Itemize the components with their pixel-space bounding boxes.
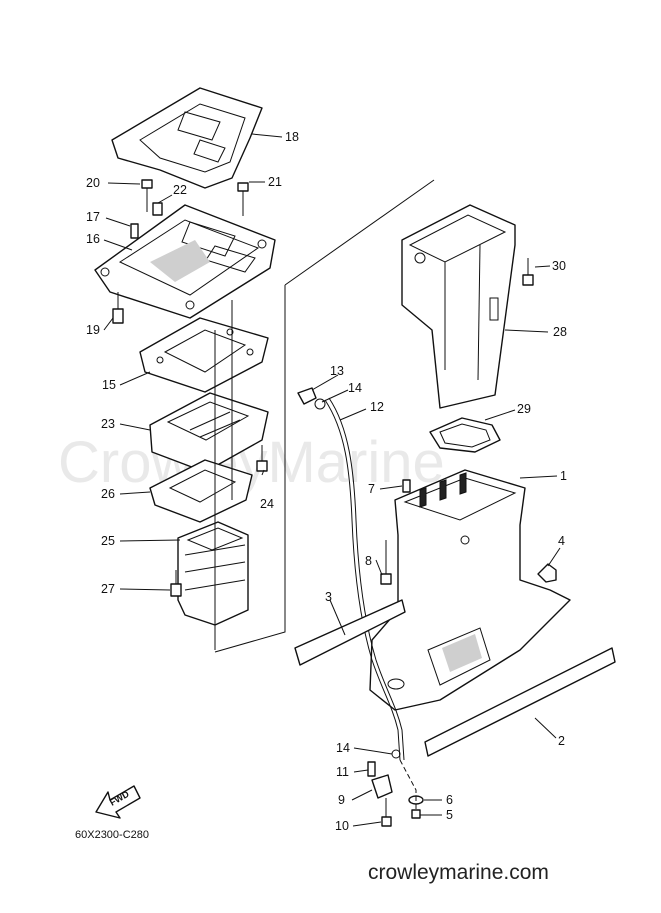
bolt-10	[381, 798, 392, 827]
part-9-holder	[371, 774, 393, 799]
callout-13: 13	[330, 364, 344, 378]
part-11-pin	[367, 761, 376, 777]
callout-29: 29	[517, 402, 531, 416]
callout-27: 27	[101, 582, 115, 596]
part-2-rubber-strip	[424, 647, 616, 757]
callout-21: 21	[268, 175, 282, 189]
callout-28: 28	[553, 325, 567, 339]
callout-15: 15	[102, 378, 116, 392]
part-23-exhaust-manifold	[149, 392, 269, 473]
part-26-gasket	[149, 459, 253, 523]
callout-14-top: 14	[348, 381, 362, 395]
callout-24: 24	[260, 497, 274, 511]
bolt-24	[256, 445, 268, 472]
part-12-water-tube	[324, 397, 405, 761]
fwd-arrow-icon: FWD	[95, 785, 141, 819]
bolt-30	[522, 258, 534, 286]
callout-17: 17	[86, 210, 100, 224]
part-15-gasket	[139, 317, 269, 393]
part-4-grommet	[537, 563, 557, 583]
part-3-rubber-strip	[294, 599, 406, 666]
leader-lines	[103, 133, 561, 827]
bolt-21	[237, 182, 249, 216]
part-14-clip-top	[314, 398, 326, 410]
bolt-8	[380, 540, 392, 585]
callout-8: 8	[365, 554, 372, 568]
frame-line-top	[284, 179, 435, 286]
part-5-screw	[411, 809, 421, 819]
bolt-19	[112, 292, 124, 324]
pin-7	[402, 479, 411, 493]
callout-labels: 18 20 21 22 17 16 19 15 23 26 24 25 27 3…	[86, 130, 567, 833]
callout-6: 6	[446, 793, 453, 807]
callout-30: 30	[552, 259, 566, 273]
callout-12: 12	[370, 400, 384, 414]
assembly-line-lower	[399, 759, 417, 810]
part-18-gasket	[111, 87, 263, 189]
footer-brand: crowleymarine.com	[368, 861, 549, 884]
callout-19: 19	[86, 323, 100, 337]
diagram-code: 60X2300-C280	[75, 829, 149, 841]
callout-26: 26	[101, 487, 115, 501]
part-14-clip-bottom	[391, 749, 401, 759]
part-13-grommet	[297, 387, 317, 405]
callout-14-bottom: 14	[336, 741, 350, 755]
callout-11: 11	[336, 765, 349, 779]
callout-5: 5	[446, 808, 453, 822]
part-25-exhaust-pipe	[177, 521, 249, 626]
frame-line-left	[214, 285, 286, 653]
part-28-upper-casing	[401, 204, 516, 409]
callout-25: 25	[101, 534, 115, 548]
callout-4: 4	[558, 534, 565, 548]
part-29-seal	[429, 417, 501, 453]
screw-22	[152, 202, 163, 216]
callout-7: 7	[368, 482, 375, 496]
part-1-drive-shaft-housing	[369, 469, 571, 711]
callout-18: 18	[285, 130, 299, 144]
part-16-exhaust-guide	[94, 204, 276, 319]
pin-17	[130, 223, 139, 239]
callout-23: 23	[101, 417, 115, 431]
bolt-20	[141, 179, 153, 212]
callout-16: 16	[86, 232, 100, 246]
callout-2: 2	[558, 734, 565, 748]
callout-9: 9	[338, 793, 345, 807]
callout-1: 1	[560, 469, 567, 483]
callout-22: 22	[173, 183, 187, 197]
bolt-27	[170, 570, 182, 597]
callout-10: 10	[335, 819, 349, 833]
callout-3: 3	[325, 590, 332, 604]
callout-20: 20	[86, 176, 100, 190]
